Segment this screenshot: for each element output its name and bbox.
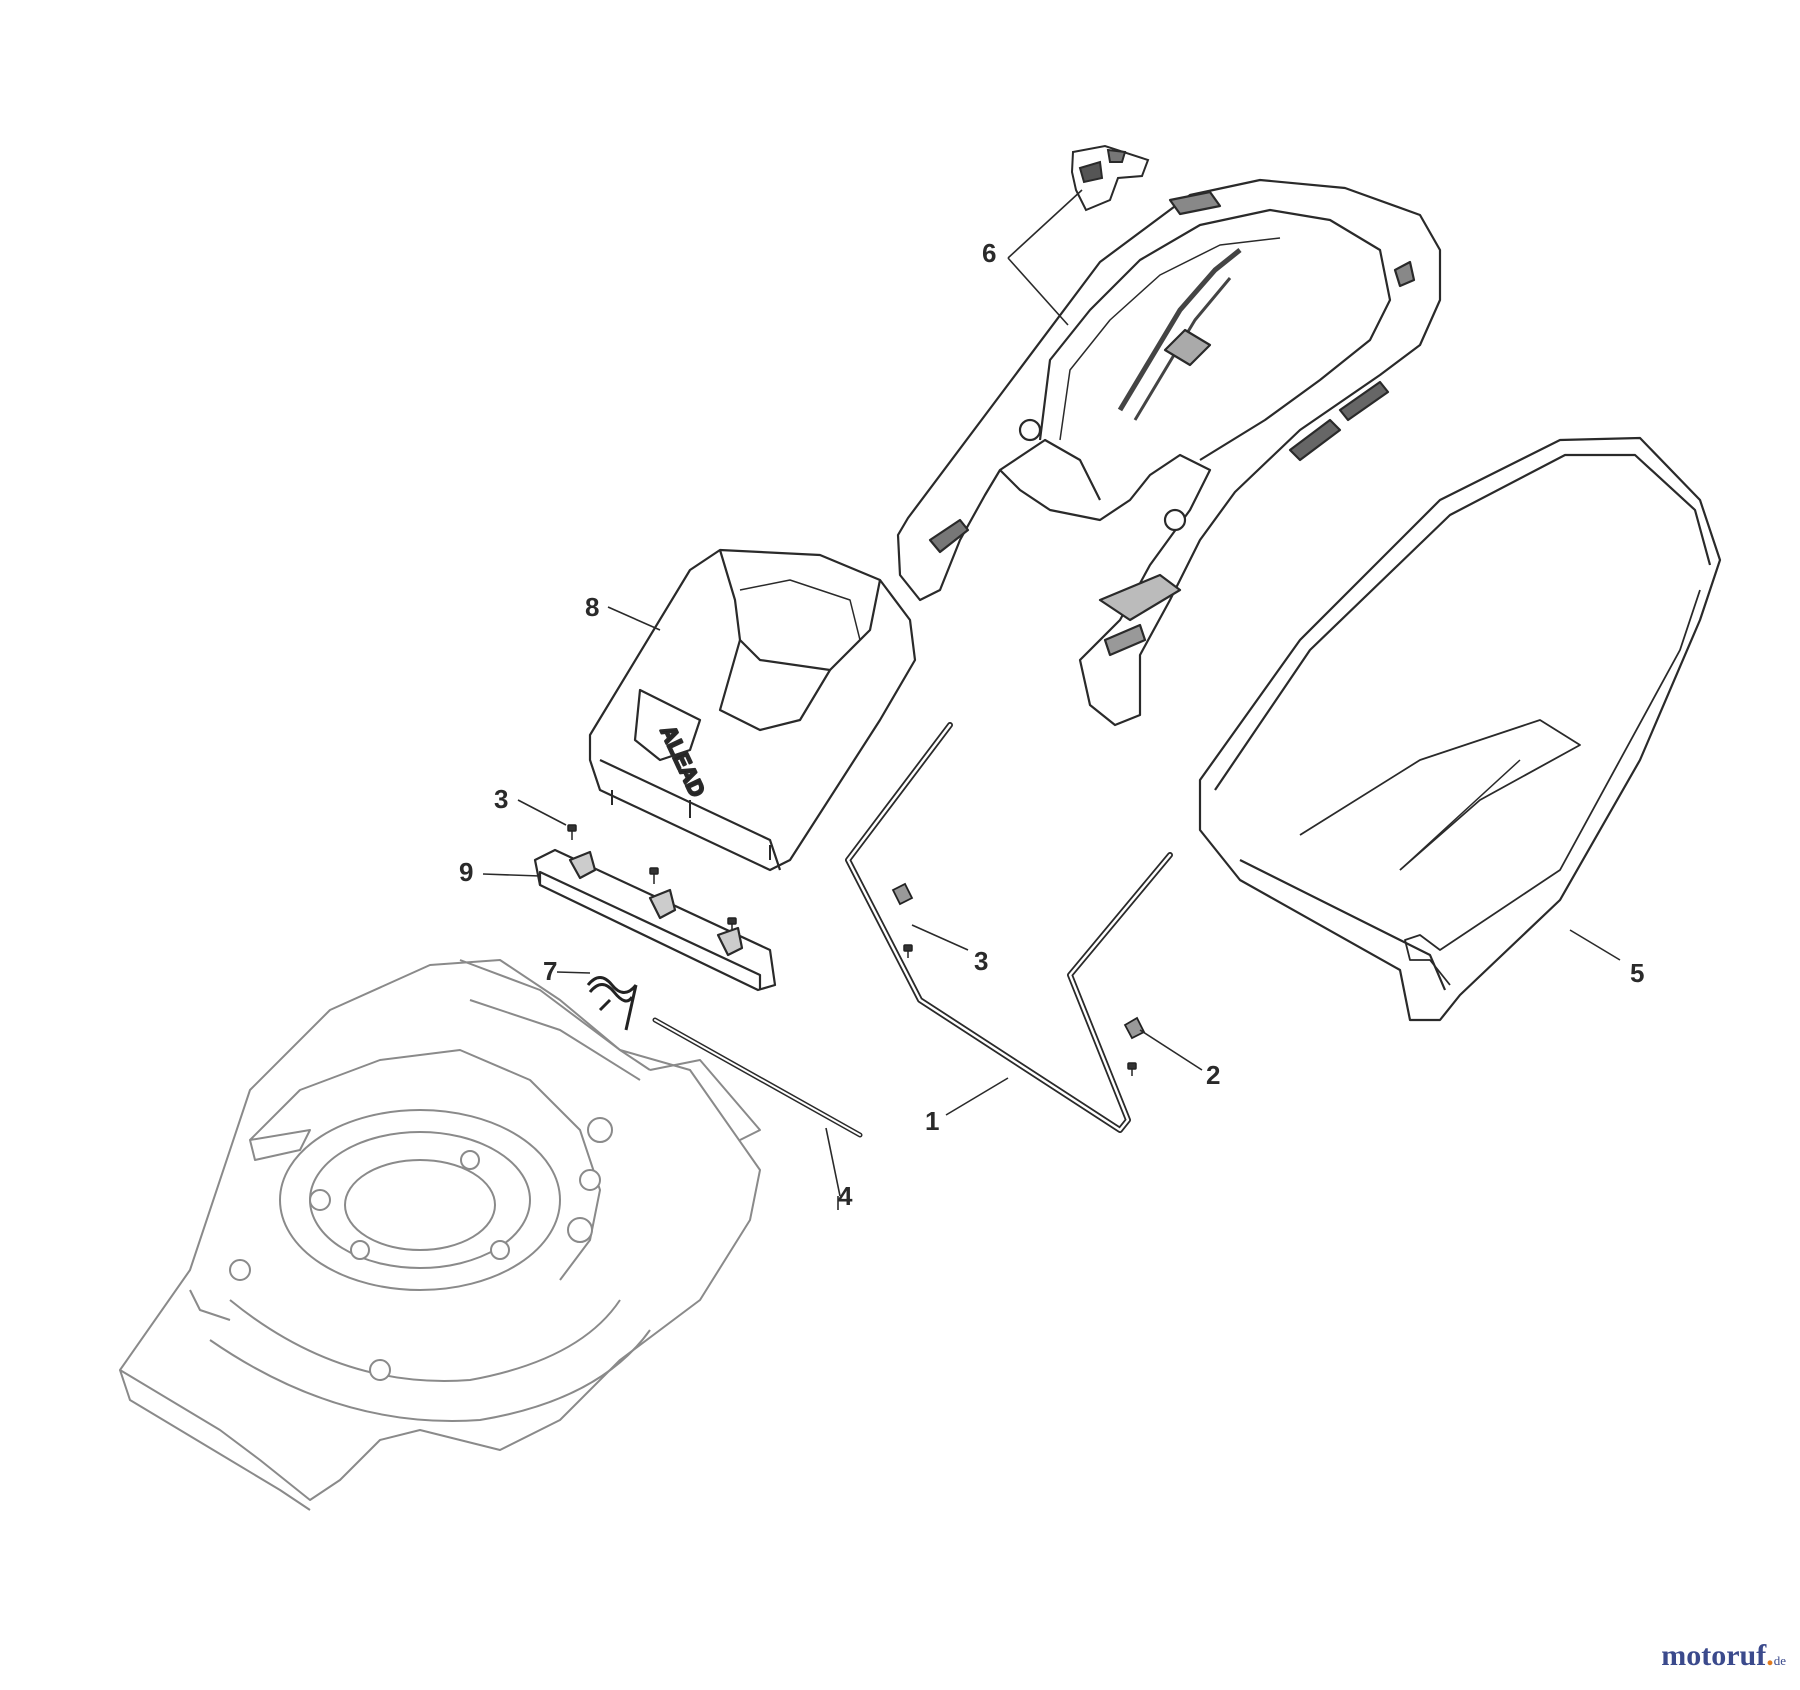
- mower-deck: [119, 959, 761, 1511]
- leader-2: [1139, 1029, 1203, 1071]
- part-8-battery-cover: ALEAD: [588, 548, 917, 872]
- watermark-main: motoruf: [1661, 1639, 1767, 1672]
- leader-3a: [517, 799, 567, 826]
- callout-1: 1: [925, 1106, 939, 1136]
- part-7-spring: [586, 976, 638, 1031]
- callout-3-right: 3: [974, 946, 988, 976]
- callout-2: 2: [1206, 1060, 1220, 1090]
- callout-7: 7: [543, 956, 557, 986]
- part-3-screws: [567, 824, 1137, 1076]
- part-1-wire-frame-inner: [846, 723, 1172, 1132]
- leader-7: [556, 971, 591, 974]
- part-1-wire-frame: [845, 722, 1173, 1133]
- callout-4: 4: [838, 1181, 853, 1211]
- callout-5: 5: [1630, 958, 1644, 988]
- leader-5: [1569, 929, 1621, 961]
- callout-3-left: 3: [494, 784, 508, 814]
- part-5-grass-bag: [1198, 436, 1722, 1022]
- leader-4: [825, 1127, 841, 1197]
- part-9-battery-holder: [533, 848, 777, 992]
- leader-9: [482, 873, 541, 877]
- leader-3b: [911, 924, 969, 951]
- callouts: 6 8 3 9 7 3 5 2 1 4: [459, 238, 1644, 1211]
- leader-1: [945, 1077, 1009, 1116]
- leader-8: [607, 606, 661, 631]
- watermark-dot: .: [1766, 1639, 1774, 1672]
- part-2-clips: [891, 882, 1146, 1040]
- callout-8: 8: [585, 592, 599, 622]
- callout-9: 9: [459, 857, 473, 887]
- leader-6b: [1007, 257, 1069, 326]
- part-6-clip: [1070, 144, 1150, 212]
- watermark-suffix: de: [1773, 1653, 1786, 1668]
- handle-panel: [896, 178, 1442, 727]
- part-4-rod-inner: [654, 1019, 861, 1136]
- leader-lines: [482, 189, 1621, 1210]
- watermark-logo: motoruf.de: [1661, 1639, 1786, 1673]
- leader-6a: [1007, 189, 1083, 259]
- callout-6: 6: [982, 238, 996, 268]
